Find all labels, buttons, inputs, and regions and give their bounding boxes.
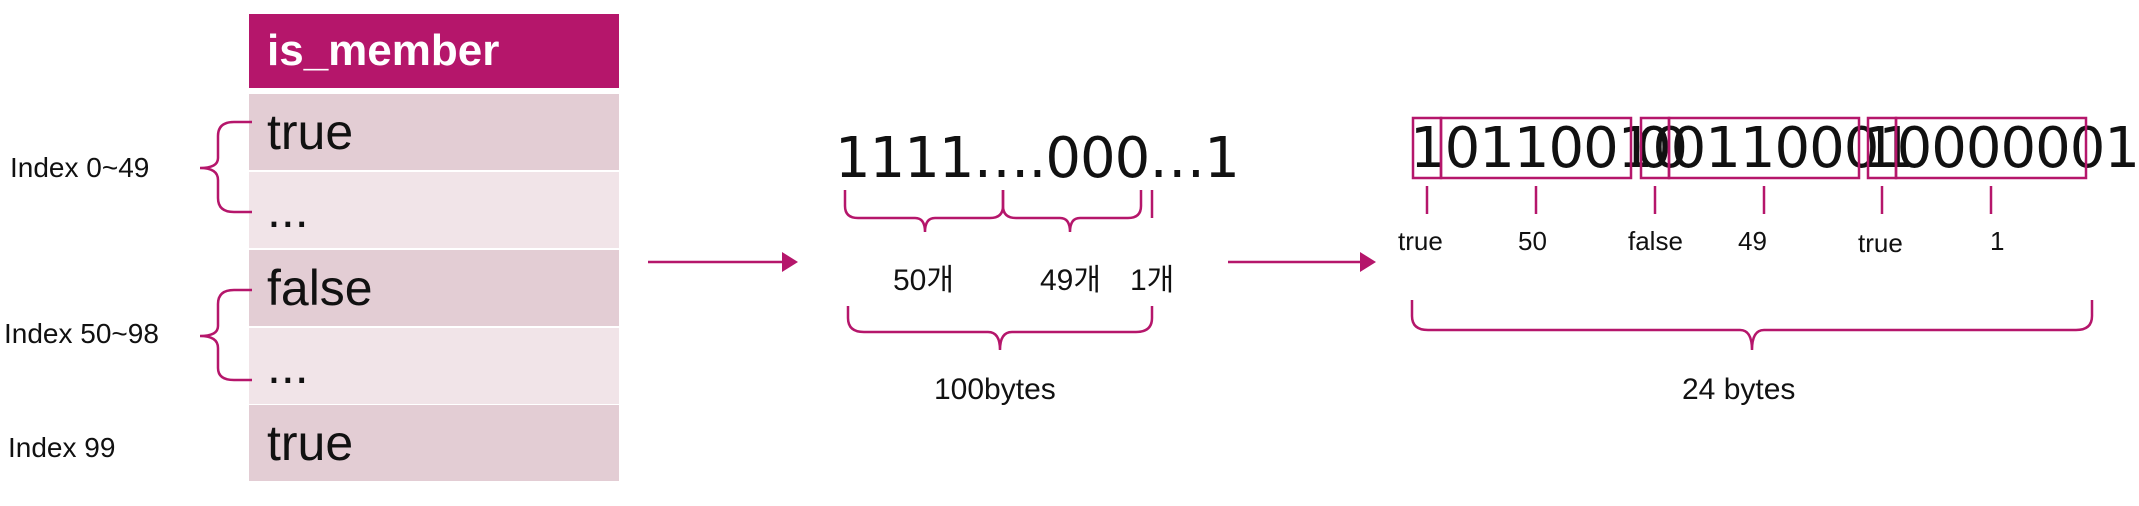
index-label-50-98: Index 50~98 [4, 318, 159, 349]
column-header: is_member [249, 14, 619, 88]
box-run-49 [1667, 116, 1861, 180]
run-label-1: 1 [1990, 226, 2005, 256]
arrow-2-head [1360, 252, 1376, 272]
arrow-1-head [782, 252, 798, 272]
bool-bytes-sequence: 1111….000…1 [835, 126, 1240, 191]
box-run-50 [1439, 116, 1633, 180]
brace-index-0-49 [199, 120, 252, 214]
box-run-1 [1894, 116, 2088, 180]
table-row-5: true [249, 405, 619, 481]
table-row-2: ... [249, 172, 619, 248]
run-label-49: 49 [1738, 226, 1767, 256]
brace-group-49 [1001, 190, 1143, 233]
index-label-99: Index 99 [8, 432, 116, 463]
run-label-50: 50 [1518, 226, 1547, 256]
flag-label-true-2: true [1858, 228, 1903, 258]
group-count-1: 1개 [1130, 264, 1175, 297]
flag-label-false: false [1628, 226, 1683, 256]
group-count-49: 49개 [1040, 264, 1101, 297]
table-row-3: false [249, 250, 619, 326]
brace-group-50 [843, 190, 1005, 233]
flag-label-true-1: true [1398, 226, 1443, 256]
group-count-50: 50개 [893, 264, 954, 297]
box-flag-3 [1866, 116, 1898, 180]
table-row-1: true [249, 94, 619, 170]
box-flag-1 [1411, 116, 1443, 180]
index-label-0-49: Index 0~49 [10, 152, 150, 183]
brace-100bytes [846, 306, 1154, 351]
brace-index-50-98 [199, 288, 252, 382]
total-24-bytes: 24 bytes [1682, 373, 1796, 406]
brace-24-bytes [1410, 300, 2094, 351]
table-row-4: ... [249, 328, 619, 404]
packed-byte-3: 10000001 [1862, 116, 2139, 181]
total-100bytes: 100bytes [934, 373, 1056, 406]
box-flag-2 [1639, 116, 1671, 180]
